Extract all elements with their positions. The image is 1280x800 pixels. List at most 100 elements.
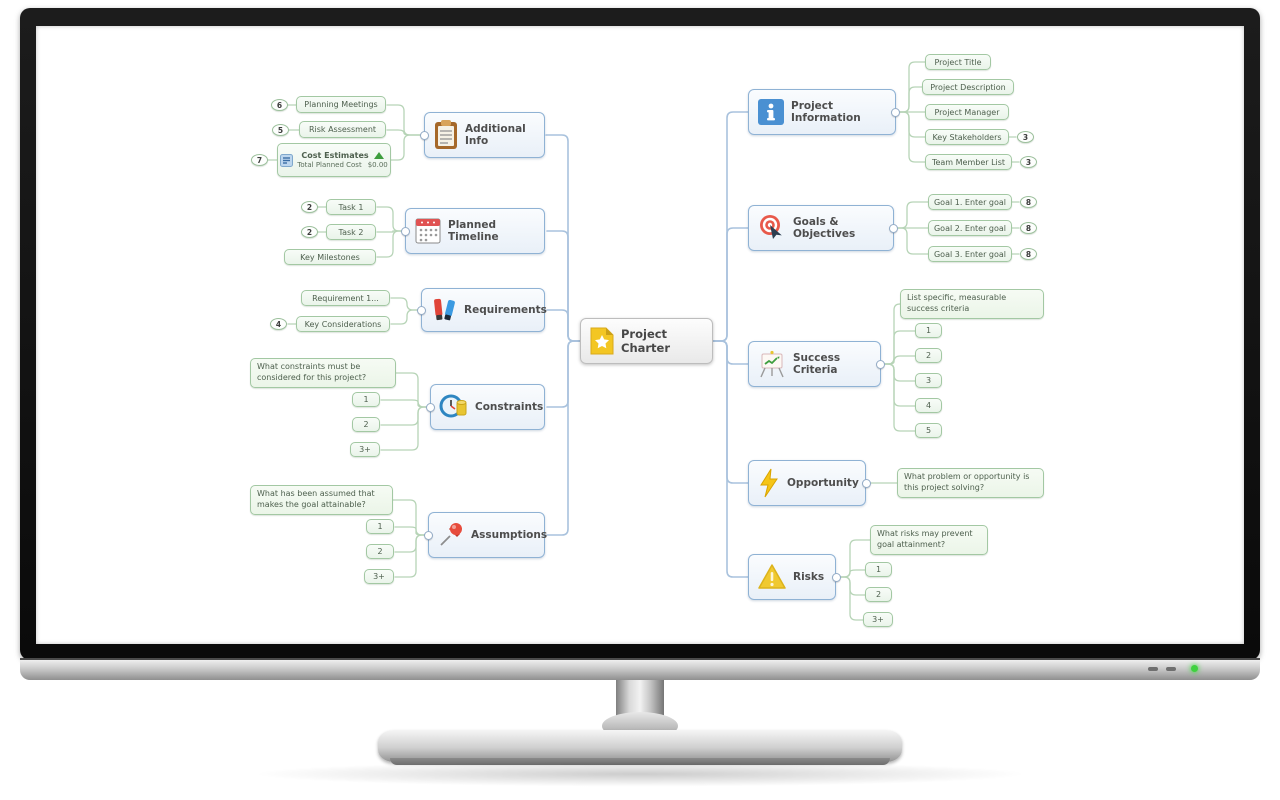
child-project-title[interactable]: Project Title	[925, 54, 991, 70]
note-text: What constraints must be considered for …	[257, 362, 367, 382]
child-constraint-2[interactable]: 2	[352, 417, 380, 432]
branch-label: Assumptions	[471, 529, 548, 541]
child-risk-3plus[interactable]: 3+	[863, 612, 893, 627]
child-criteria-5[interactable]: 5	[915, 423, 942, 438]
child-label: Goal 1. Enter goal	[933, 197, 1007, 207]
monitor-chin	[20, 658, 1260, 680]
child-count-badge[interactable]: 6	[271, 99, 288, 111]
branch-goals-objectives[interactable]: Goals & Objectives	[748, 205, 894, 251]
branch-additional-info[interactable]: Additional Info	[424, 112, 545, 158]
child-task-1[interactable]: Task 1	[326, 199, 376, 215]
collapse-toggle[interactable]	[401, 227, 410, 236]
collapse-toggle[interactable]	[424, 531, 433, 540]
badge-value: 4	[275, 319, 282, 329]
target-cursor-icon	[757, 213, 787, 243]
child-label: 2	[875, 590, 882, 599]
collapse-toggle[interactable]	[862, 479, 871, 488]
badge-value: 8	[1025, 223, 1032, 233]
collapse-toggle[interactable]	[417, 306, 426, 315]
child-label: Risk Assessment	[308, 125, 377, 134]
collapse-toggle[interactable]	[876, 360, 885, 369]
child-project-manager[interactable]: Project Manager	[925, 104, 1009, 120]
child-criteria-1[interactable]: 1	[915, 323, 942, 338]
child-count-badge[interactable]: 8	[1020, 248, 1037, 260]
child-count-badge[interactable]: 7	[251, 154, 268, 166]
child-key-considerations[interactable]: Key Considerations	[296, 316, 390, 332]
child-goal-2[interactable]: Goal 2. Enter goal	[928, 220, 1012, 236]
child-label: Task 2	[338, 227, 364, 237]
child-task-2[interactable]: Task 2	[326, 224, 376, 240]
child-count-badge[interactable]: 8	[1020, 222, 1037, 234]
child-criteria-2[interactable]: 2	[915, 348, 942, 363]
note-text: What risks may prevent goal attainment?	[877, 529, 973, 549]
branch-constraints[interactable]: Constraints	[430, 384, 545, 430]
badge-value: 5	[277, 125, 284, 135]
child-count-badge[interactable]: 2	[301, 226, 318, 238]
child-key-milestones[interactable]: Key Milestones	[284, 249, 376, 265]
center-node-project-charter[interactable]: Project Charter	[580, 318, 713, 364]
branch-risks[interactable]: Risks	[748, 554, 836, 600]
branch-planned-timeline[interactable]: Planned Timeline	[405, 208, 545, 254]
expand-triangle-icon[interactable]	[373, 152, 384, 160]
easel-chart-icon	[757, 349, 787, 379]
child-risk-2[interactable]: 2	[865, 587, 892, 602]
child-count-badge[interactable]: 3	[1017, 131, 1034, 143]
child-count-badge[interactable]: 3	[1020, 156, 1037, 168]
child-constraint-1[interactable]: 1	[352, 392, 380, 407]
child-label: 3	[925, 376, 932, 385]
branch-success-criteria[interactable]: Success Criteria	[748, 341, 881, 387]
collapse-toggle[interactable]	[832, 573, 841, 582]
child-label: Key Stakeholders	[932, 132, 1002, 142]
branch-opportunity[interactable]: Opportunity	[748, 460, 866, 506]
child-key-stakeholders[interactable]: Key Stakeholders	[925, 129, 1009, 145]
collapse-toggle[interactable]	[889, 224, 898, 233]
total-cost-label: Total Planned Cost	[297, 160, 362, 169]
note-success-criteria[interactable]: List specific, measurable success criter…	[900, 289, 1044, 319]
badge-value: 2	[306, 227, 313, 237]
child-label: Project Title	[934, 57, 982, 67]
note-constraints-question[interactable]: What constraints must be considered for …	[250, 358, 396, 388]
child-label: 5	[925, 426, 932, 435]
child-requirement-1[interactable]: Requirement 1...	[301, 290, 390, 306]
child-assumption-2[interactable]: 2	[366, 544, 394, 559]
child-label: 1	[377, 522, 383, 531]
child-criteria-3[interactable]: 3	[915, 373, 942, 388]
child-count-badge[interactable]: 8	[1020, 196, 1037, 208]
child-assumption-3plus[interactable]: 3+	[364, 569, 394, 584]
child-label: 1	[875, 565, 882, 574]
child-label: 3+	[872, 615, 884, 624]
lightning-icon	[757, 468, 781, 498]
branch-requirements[interactable]: Requirements	[421, 288, 547, 332]
note-opportunity-question[interactable]: What problem or opportunity is this proj…	[897, 468, 1044, 498]
child-count-badge[interactable]: 2	[301, 201, 318, 213]
child-planning-meetings[interactable]: Planning Meetings	[296, 96, 386, 113]
child-goal-3[interactable]: Goal 3. Enter goal	[928, 246, 1012, 262]
badge-value: 8	[1025, 249, 1032, 259]
note-assumptions-question[interactable]: What has been assumed that makes the goa…	[250, 485, 393, 515]
clock-money-icon	[439, 393, 469, 421]
child-project-description[interactable]: Project Description	[922, 79, 1014, 95]
child-count-badge[interactable]: 5	[272, 124, 289, 136]
branch-label: Planned Timeline	[448, 219, 499, 243]
branch-project-information[interactable]: Project Information	[748, 89, 896, 135]
branch-assumptions[interactable]: Assumptions	[428, 512, 548, 558]
monitor-stand-base	[378, 730, 902, 762]
child-risk-assessment[interactable]: Risk Assessment	[299, 121, 386, 138]
calendar-icon	[414, 217, 442, 245]
child-constraint-3plus[interactable]: 3+	[350, 442, 380, 457]
child-label: Key Milestones	[300, 252, 360, 262]
child-risk-1[interactable]: 1	[865, 562, 892, 577]
branch-label: Goals & Objectives	[793, 216, 856, 240]
child-assumption-1[interactable]: 1	[366, 519, 394, 534]
collapse-toggle[interactable]	[420, 131, 429, 140]
collapse-toggle[interactable]	[426, 403, 435, 412]
collapse-toggle[interactable]	[891, 108, 900, 117]
child-criteria-4[interactable]: 4	[915, 398, 942, 413]
child-team-member-list[interactable]: Team Member List	[925, 154, 1012, 170]
branch-label: Opportunity	[787, 477, 859, 489]
child-cost-estimates[interactable]: Cost Estimates Total Planned Cost$0.00	[277, 143, 391, 177]
child-count-badge[interactable]: 4	[270, 318, 287, 330]
child-goal-1[interactable]: Goal 1. Enter goal	[928, 194, 1012, 210]
note-risks-question[interactable]: What risks may prevent goal attainment?	[870, 525, 988, 555]
